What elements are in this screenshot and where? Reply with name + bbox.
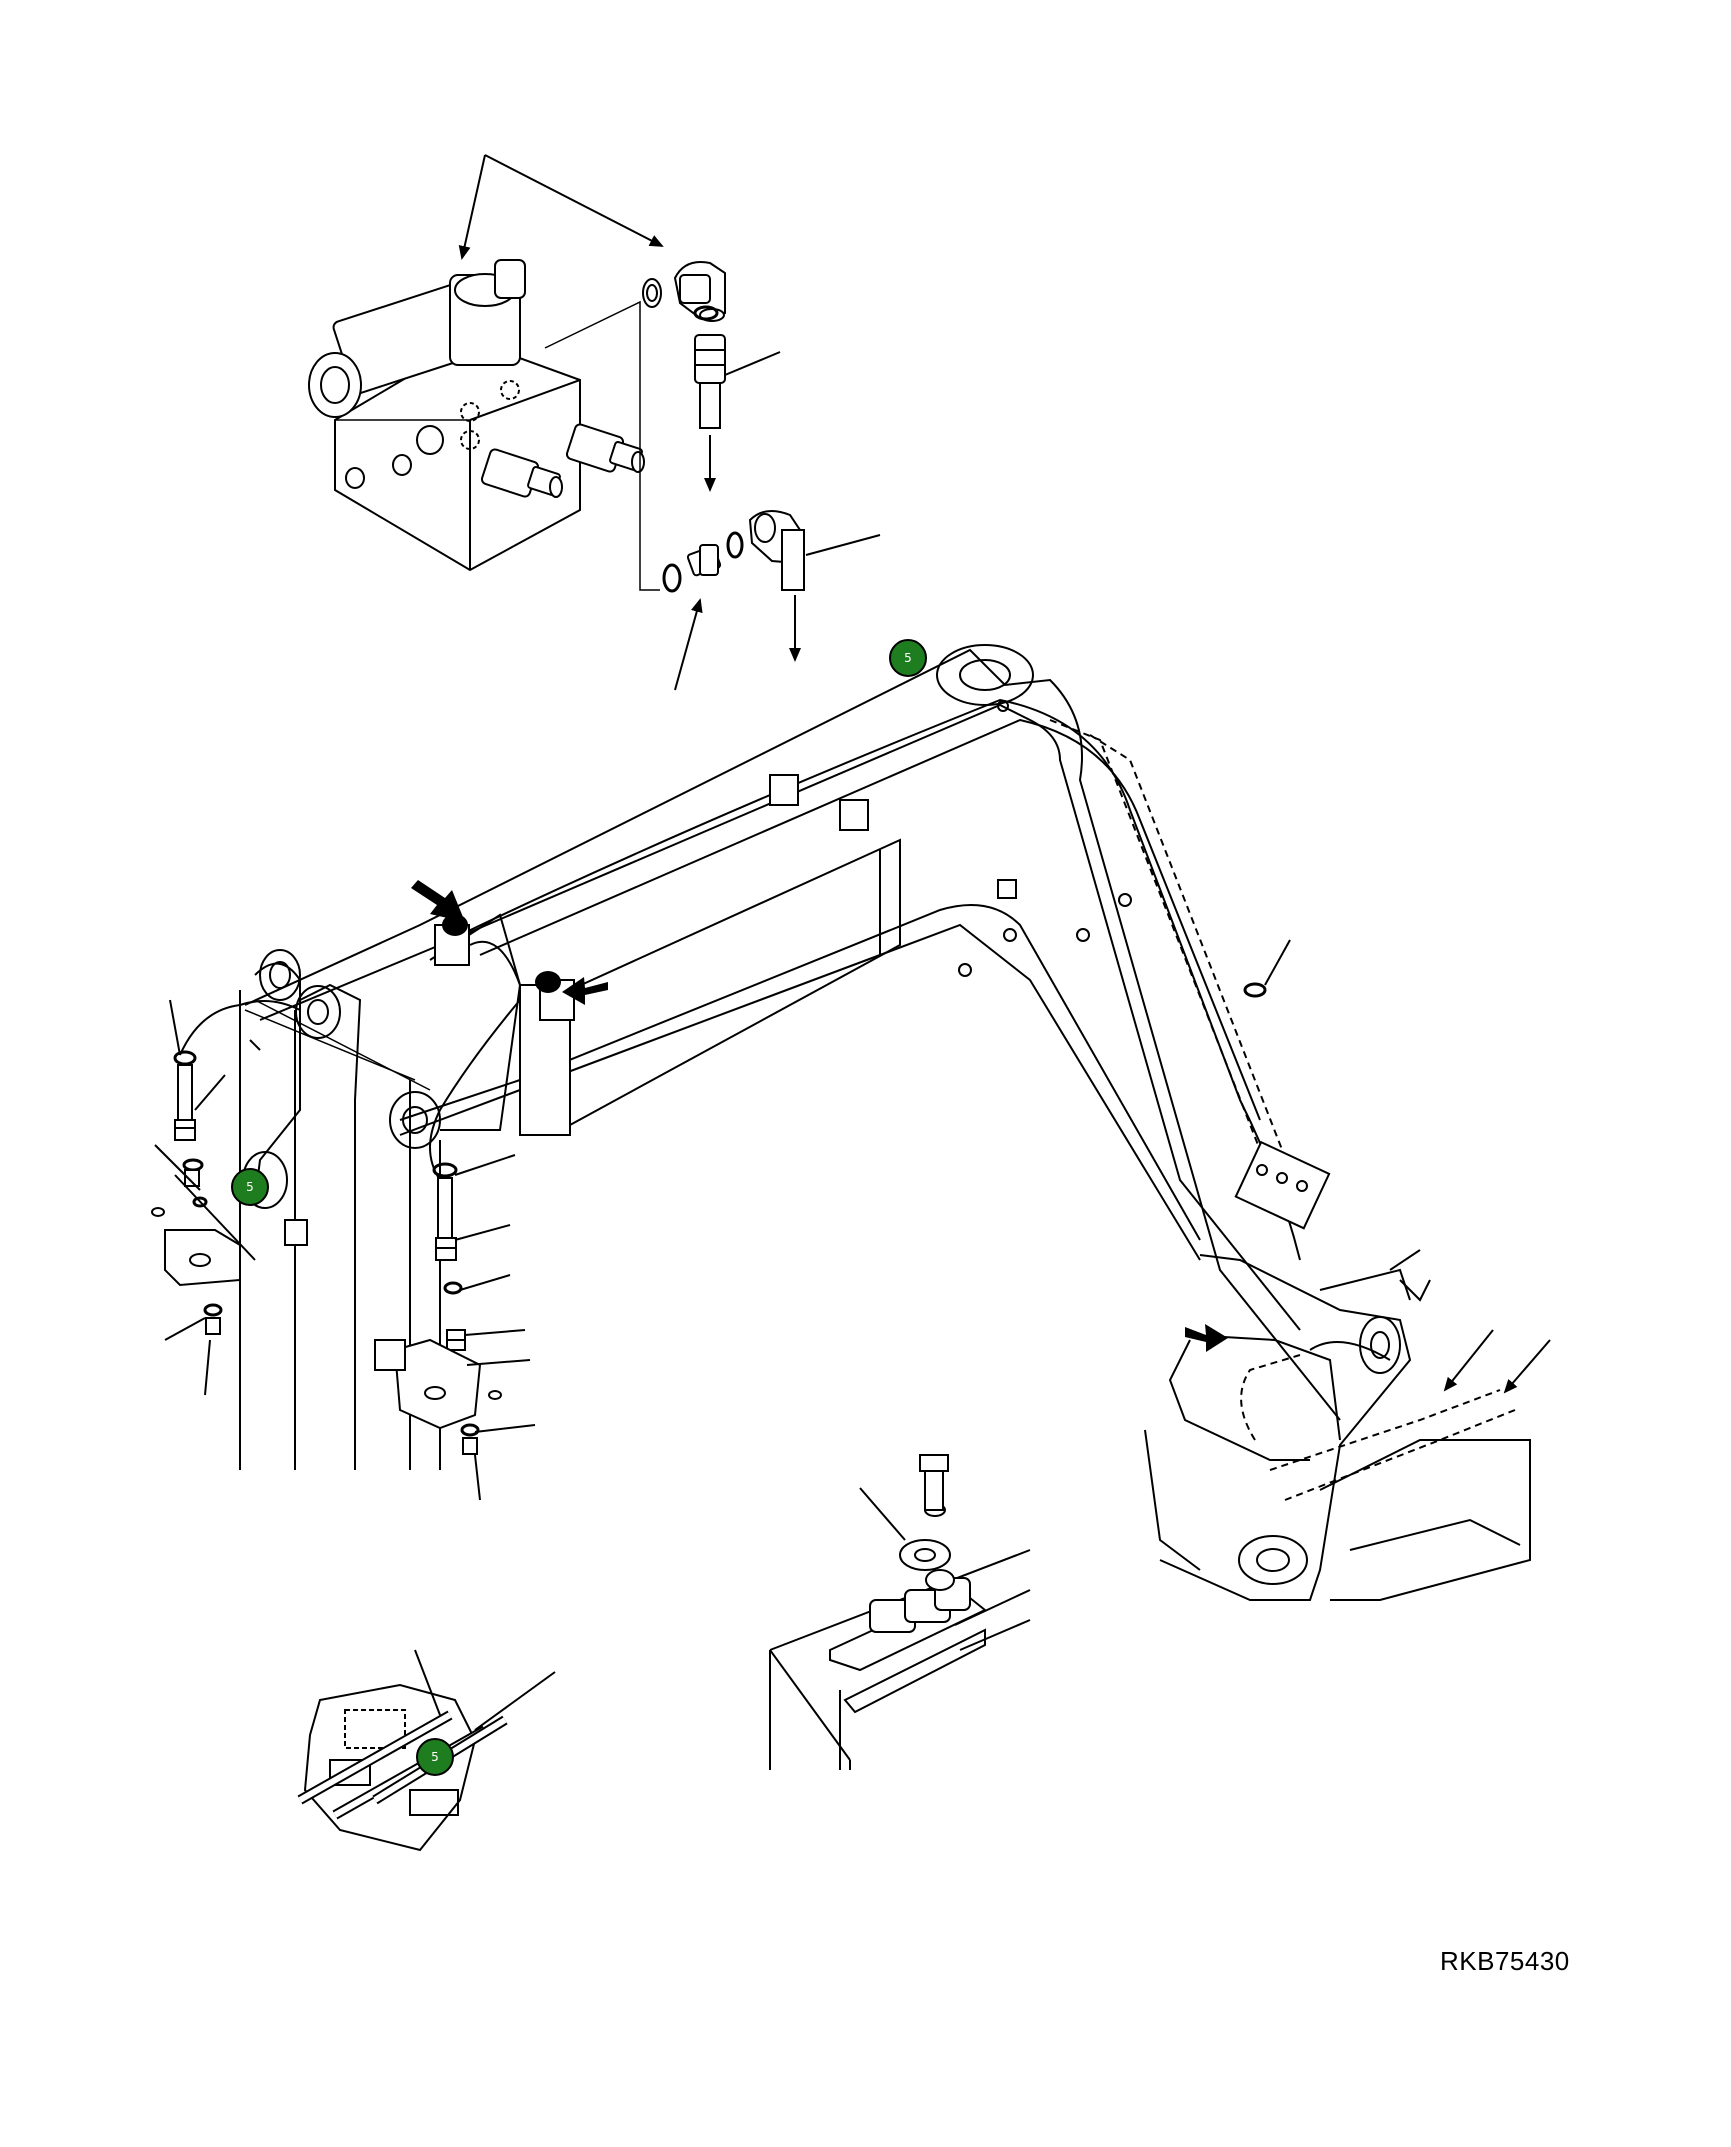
center-fitting-stack <box>374 1162 502 1455</box>
left-fitting-stack <box>151 1050 241 1335</box>
hose-fitting-1 <box>694 334 726 429</box>
drawing-code: RKB75430 <box>1440 1946 1570 1976</box>
marker-label: 5 <box>431 1750 439 1764</box>
valve-leaders <box>458 154 664 591</box>
boom <box>244 644 1531 1601</box>
marker-label: 5 <box>246 1180 254 1194</box>
marker-upper-boom: 5 <box>889 639 927 677</box>
marker-label: 5 <box>904 651 912 665</box>
marker-left-bracket: 5 <box>231 1168 269 1206</box>
indicator-arrows <box>411 880 1228 1352</box>
tube-bundle-detail <box>297 1683 508 1852</box>
black-fittings <box>442 914 561 993</box>
fitting-oring-1 <box>693 305 719 321</box>
valve-block <box>308 259 645 572</box>
boom-clip <box>1243 982 1267 998</box>
fitting-elbow-top <box>642 261 726 322</box>
marker-tube-bundle: 5 <box>416 1738 454 1776</box>
clamp-detail <box>769 1454 1031 1770</box>
fitting-group-2 <box>662 510 805 593</box>
